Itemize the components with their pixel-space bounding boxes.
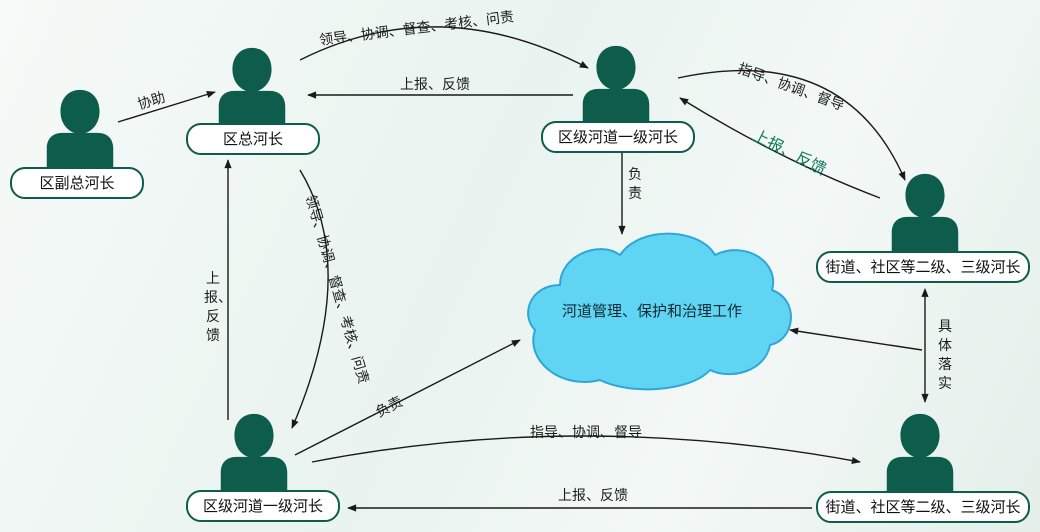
person-icon <box>220 413 288 497</box>
cloud-shape <box>527 232 792 391</box>
arrow-guide-right <box>677 69 906 181</box>
arrow-guide-bottom <box>311 435 861 465</box>
node-river-chief-bottom: 区级河道一级河长 <box>186 490 340 522</box>
node-river-chief-top: 区级河道一级河长 <box>541 121 695 153</box>
arrow-responsible-bottom <box>294 339 521 456</box>
arrow-lead-top <box>299 26 589 69</box>
person-icon <box>46 89 114 173</box>
node-street-chief-top: 街道、社区等二级、三级河长 <box>816 251 1030 283</box>
person-icon <box>218 47 286 131</box>
arrow-lead-diag <box>291 169 329 429</box>
person-icon <box>891 173 959 257</box>
label-guide-bottom: 指导、协调、督导 <box>530 425 642 441</box>
arrow-report-right <box>679 97 881 199</box>
arrow-assist <box>117 90 216 123</box>
node-deputy-chief: 区副总河长 <box>10 167 144 199</box>
label-responsible-top: 负责 <box>628 167 642 202</box>
cloud-label: 河道管理、保护和治理工作 <box>562 302 743 320</box>
label-report-top: 上报、反馈 <box>400 77 470 93</box>
arrow-to-cloud <box>789 327 923 351</box>
person-icon <box>582 45 650 129</box>
label-implement: 具体落实 <box>938 319 952 392</box>
node-district-chief: 区总河长 <box>186 123 320 155</box>
person-icon <box>886 413 954 497</box>
label-report-left: 上报、反馈 <box>204 271 232 344</box>
label-report-bottom: 上报、反馈 <box>558 488 628 504</box>
node-street-chief-bottom: 街道、社区等二级、三级河长 <box>816 491 1030 523</box>
